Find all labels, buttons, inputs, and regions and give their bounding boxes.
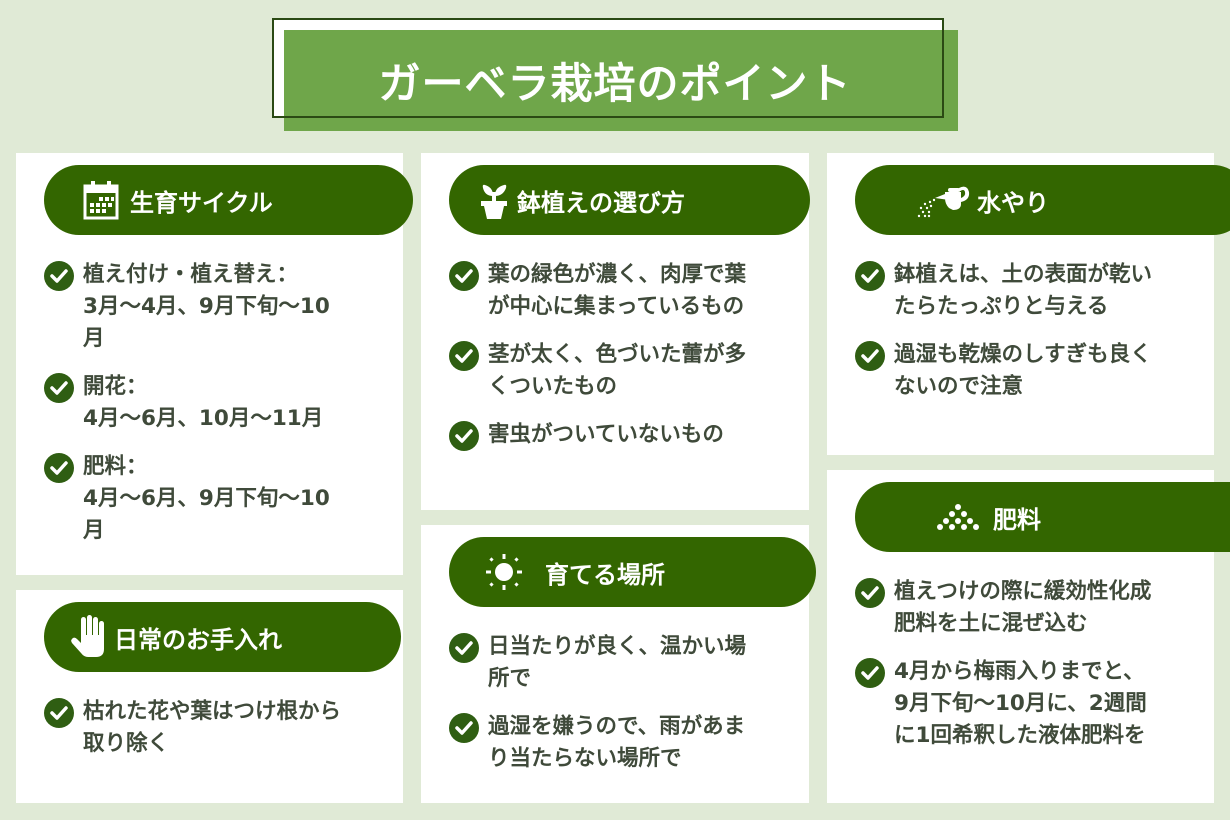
title-banner: ガーベラ栽培のポイント	[284, 30, 958, 131]
potted-sprout-icon	[479, 180, 509, 220]
heading-label: 肥料	[993, 505, 1041, 534]
item-text: 葉の緑色が濃く、肉厚で葉 が中心に集まっているもの	[488, 262, 747, 319]
list-item: 肥料： 4月〜6月、9月下旬〜10 月	[44, 453, 383, 547]
item-text: 害虫がついていないもの	[488, 422, 724, 447]
item-text: 過湿を嫌うので、雨があま り当たらない場所で	[488, 714, 746, 771]
check-icon	[449, 633, 479, 663]
check-icon	[44, 373, 74, 403]
heading-label: 水やり	[977, 188, 1049, 217]
list-item: 過湿も乾燥のしすぎも良く ないので注意	[855, 341, 1194, 403]
heading-pill: 日常のお手入れ	[44, 602, 401, 672]
list-item: 枯れた花や葉はつけ根から 取り除く	[44, 698, 383, 760]
item-text: 肥料： 4月〜6月、9月下旬〜10 月	[83, 454, 330, 543]
list-item: 茎が太く、色づいた蕾が多 くついたもの	[449, 341, 789, 403]
hand-icon	[70, 615, 106, 659]
page-title: ガーベラ栽培のポイント	[378, 59, 852, 108]
list-item: 植えつけの際に緩効性化成 肥料を土に混ぜ込む	[855, 578, 1194, 640]
check-icon	[449, 261, 479, 291]
card-watering: 水やり 鉢植えは、土の表面が乾い たらたっぷりと与える 過湿も乾燥のしすぎも良く…	[827, 153, 1230, 455]
item-list: 葉の緑色が濃く、肉厚で葉 が中心に集まっているもの 茎が太く、色づいた蕾が多 く…	[449, 261, 789, 469]
check-icon	[855, 341, 885, 371]
check-icon	[44, 261, 74, 291]
card-choosing-pots: 鉢植えの選び方 葉の緑色が濃く、肉厚で葉 が中心に集まっているもの 茎が太く、色…	[421, 153, 810, 510]
card-fertilizer: 肥料 植えつけの際に緩効性化成 肥料を土に混ぜ込む 4月から梅雨入りまでと、 9…	[827, 470, 1230, 803]
list-item: 葉の緑色が濃く、肉厚で葉 が中心に集まっているもの	[449, 261, 789, 323]
item-list: 日当たりが良く、温かい場 所で 過湿を嫌うので、雨があま り当たらない場所で	[449, 633, 789, 793]
check-icon	[44, 698, 74, 728]
card-growing-location: 育てる場所 日当たりが良く、温かい場 所で 過湿を嫌うので、雨があま り当たらな…	[421, 525, 816, 803]
heading-label: 育てる場所	[545, 560, 665, 589]
list-item: 日当たりが良く、温かい場 所で	[449, 633, 789, 695]
item-list: 植え付け・植え替え： 3月〜4月、9月下旬〜10 月 開花： 4月〜6月、10月…	[44, 261, 383, 565]
heading-label: 生育サイクル	[130, 188, 273, 217]
card-growth-cycle: 生育サイクル 植え付け・植え替え： 3月〜4月、9月下旬〜10 月 開花： 4月…	[16, 153, 413, 575]
item-list: 枯れた花や葉はつけ根から 取り除く	[44, 698, 383, 778]
watering-can-icon	[917, 182, 971, 218]
item-text: 日当たりが良く、温かい場 所で	[488, 634, 747, 691]
heading-pill: 肥料	[855, 482, 1230, 552]
item-list: 鉢植えは、土の表面が乾い たらたっぷりと与える 過湿も乾燥のしすぎも良く ないの…	[855, 261, 1194, 421]
item-text: 鉢植えは、土の表面が乾い たらたっぷりと与える	[894, 262, 1153, 319]
list-item: 開花： 4月〜6月、10月〜11月	[44, 373, 383, 435]
check-icon	[449, 421, 479, 451]
item-text: 開花： 4月〜6月、10月〜11月	[83, 374, 324, 431]
item-list: 植えつけの際に緩効性化成 肥料を土に混ぜ込む 4月から梅雨入りまでと、 9月下旬…	[855, 578, 1194, 770]
heading-label: 日常のお手入れ	[114, 625, 282, 654]
list-item: 植え付け・植え替え： 3月〜4月、9月下旬〜10 月	[44, 261, 383, 355]
list-item: 過湿を嫌うので、雨があま り当たらない場所で	[449, 713, 789, 775]
check-icon	[44, 453, 74, 483]
item-text: 茎が太く、色づいた蕾が多 くついたもの	[488, 342, 747, 399]
sun-icon	[485, 553, 523, 591]
item-text: 過湿も乾燥のしすぎも良く ないので注意	[894, 342, 1152, 399]
item-text: 植えつけの際に緩効性化成 肥料を土に混ぜ込む	[894, 579, 1152, 636]
check-icon	[855, 578, 885, 608]
list-item: 鉢植えは、土の表面が乾い たらたっぷりと与える	[855, 261, 1194, 323]
list-item: 4月から梅雨入りまでと、 9月下旬〜10月に、2週間 に1回希釈した液体肥料を	[855, 658, 1194, 752]
heading-pill: 生育サイクル	[44, 165, 413, 235]
calendar-icon	[82, 180, 120, 220]
check-icon	[449, 713, 479, 743]
card-daily-care: 日常のお手入れ 枯れた花や葉はつけ根から 取り除く	[16, 590, 403, 803]
check-icon	[855, 658, 885, 688]
check-icon	[855, 261, 885, 291]
item-text: 枯れた花や葉はつけ根から 取り除く	[83, 699, 342, 756]
fertilizer-granules-icon	[935, 503, 981, 531]
heading-label: 鉢植えの選び方	[517, 188, 685, 217]
heading-pill: 鉢植えの選び方	[449, 165, 810, 235]
item-text: 植え付け・植え替え： 3月〜4月、9月下旬〜10 月	[83, 262, 330, 351]
heading-pill: 水やり	[855, 165, 1230, 235]
heading-pill: 育てる場所	[449, 537, 816, 607]
check-icon	[449, 341, 479, 371]
list-item: 害虫がついていないもの	[449, 421, 789, 451]
item-text: 4月から梅雨入りまでと、 9月下旬〜10月に、2週間 に1回希釈した液体肥料を	[894, 659, 1147, 748]
